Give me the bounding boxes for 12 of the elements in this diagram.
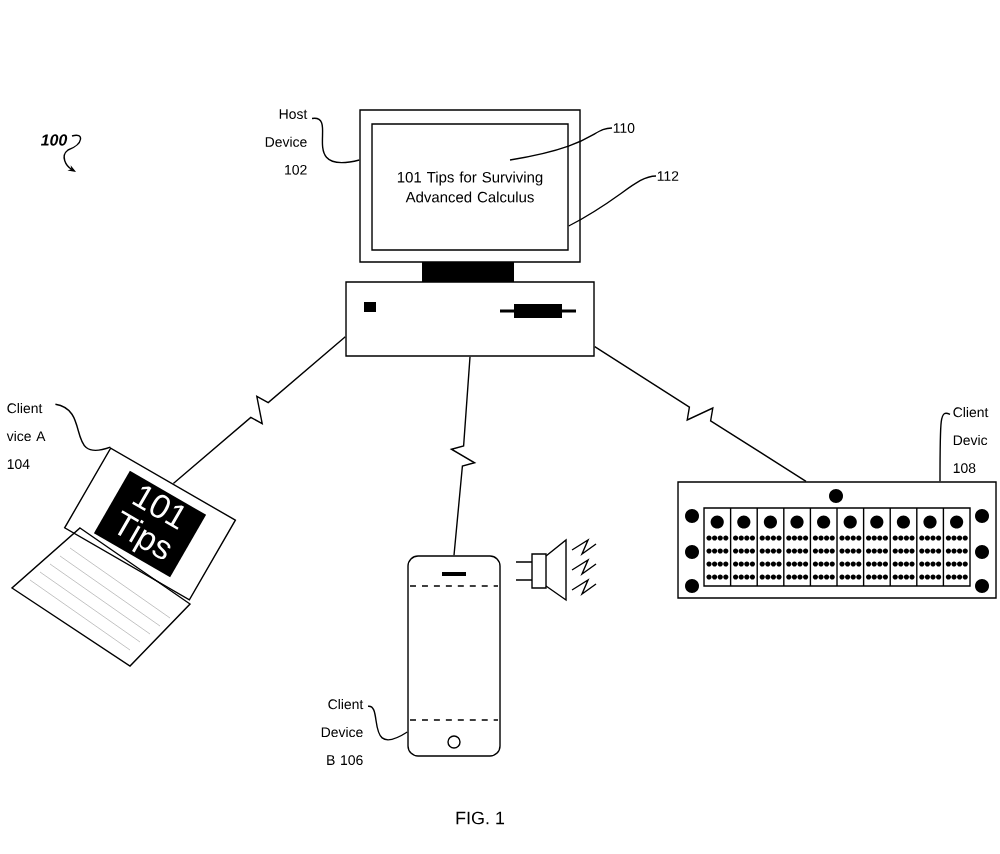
wireless-link xyxy=(449,356,477,556)
computer-drawing xyxy=(345,109,595,357)
leader-line xyxy=(54,403,112,451)
wireless-link xyxy=(172,336,346,485)
leader-line xyxy=(509,127,613,161)
figure-caption: FIG. 1 xyxy=(456,811,505,825)
leader-line xyxy=(311,117,360,164)
leader-line xyxy=(568,175,657,227)
wireless-link xyxy=(594,346,807,482)
leader-line xyxy=(939,412,951,482)
phone-drawing xyxy=(407,555,501,757)
panel-device-drawing xyxy=(677,481,997,599)
